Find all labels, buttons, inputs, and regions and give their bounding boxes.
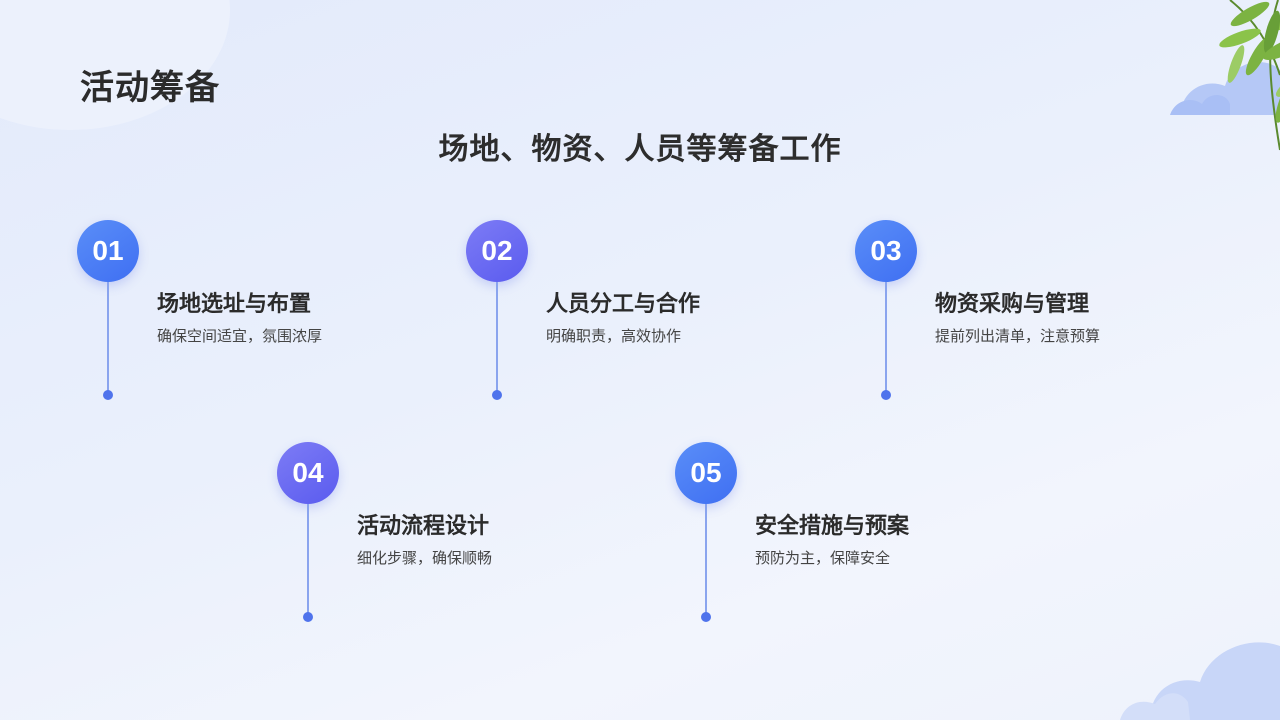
step-connector-line bbox=[307, 504, 309, 614]
step-title: 活动流程设计 bbox=[357, 514, 490, 539]
step-connector-dot bbox=[701, 612, 711, 622]
step-number-badge: 04 bbox=[277, 442, 339, 504]
step-connector-dot bbox=[103, 390, 113, 400]
step-description: 确保空间适宜，氛围浓厚 bbox=[157, 327, 323, 345]
step-connector-dot bbox=[881, 390, 891, 400]
step-description: 细化步骤，确保顺畅 bbox=[357, 549, 493, 567]
leaves-icon bbox=[1170, 0, 1280, 151]
step-connector-line bbox=[885, 282, 887, 392]
step-connector-line bbox=[496, 282, 498, 392]
step-connector-dot bbox=[303, 612, 313, 622]
step-item-3: 03 物资采购与管理 提前列出清单，注意预算 bbox=[855, 220, 1155, 410]
page-subtitle: 场地、物资、人员等筹备工作 bbox=[438, 132, 842, 167]
step-description: 提前列出清单，注意预算 bbox=[935, 327, 1101, 345]
step-connector-line bbox=[705, 504, 707, 614]
cloud-icon bbox=[1120, 642, 1280, 720]
step-connector-dot bbox=[492, 390, 502, 400]
step-item-1: 01 场地选址与布置 确保空间适宜，氛围浓厚 bbox=[77, 220, 377, 410]
step-title: 人员分工与合作 bbox=[546, 292, 701, 317]
page-title: 活动筹备 bbox=[80, 68, 220, 108]
step-title: 安全措施与预案 bbox=[755, 514, 910, 539]
step-item-5: 05 安全措施与预案 预防为主，保障安全 bbox=[675, 442, 975, 632]
step-item-2: 02 人员分工与合作 明确职责，高效协作 bbox=[466, 220, 766, 410]
step-item-4: 04 活动流程设计 细化步骤，确保顺畅 bbox=[277, 442, 577, 632]
step-number-badge: 05 bbox=[675, 442, 737, 504]
step-title: 场地选址与布置 bbox=[157, 292, 312, 317]
step-number-badge: 01 bbox=[77, 220, 139, 282]
step-description: 预防为主，保障安全 bbox=[755, 549, 891, 567]
step-number-badge: 03 bbox=[855, 220, 917, 282]
step-number-badge: 02 bbox=[466, 220, 528, 282]
step-title: 物资采购与管理 bbox=[935, 292, 1090, 317]
step-connector-line bbox=[107, 282, 109, 392]
step-description: 明确职责，高效协作 bbox=[546, 327, 682, 345]
